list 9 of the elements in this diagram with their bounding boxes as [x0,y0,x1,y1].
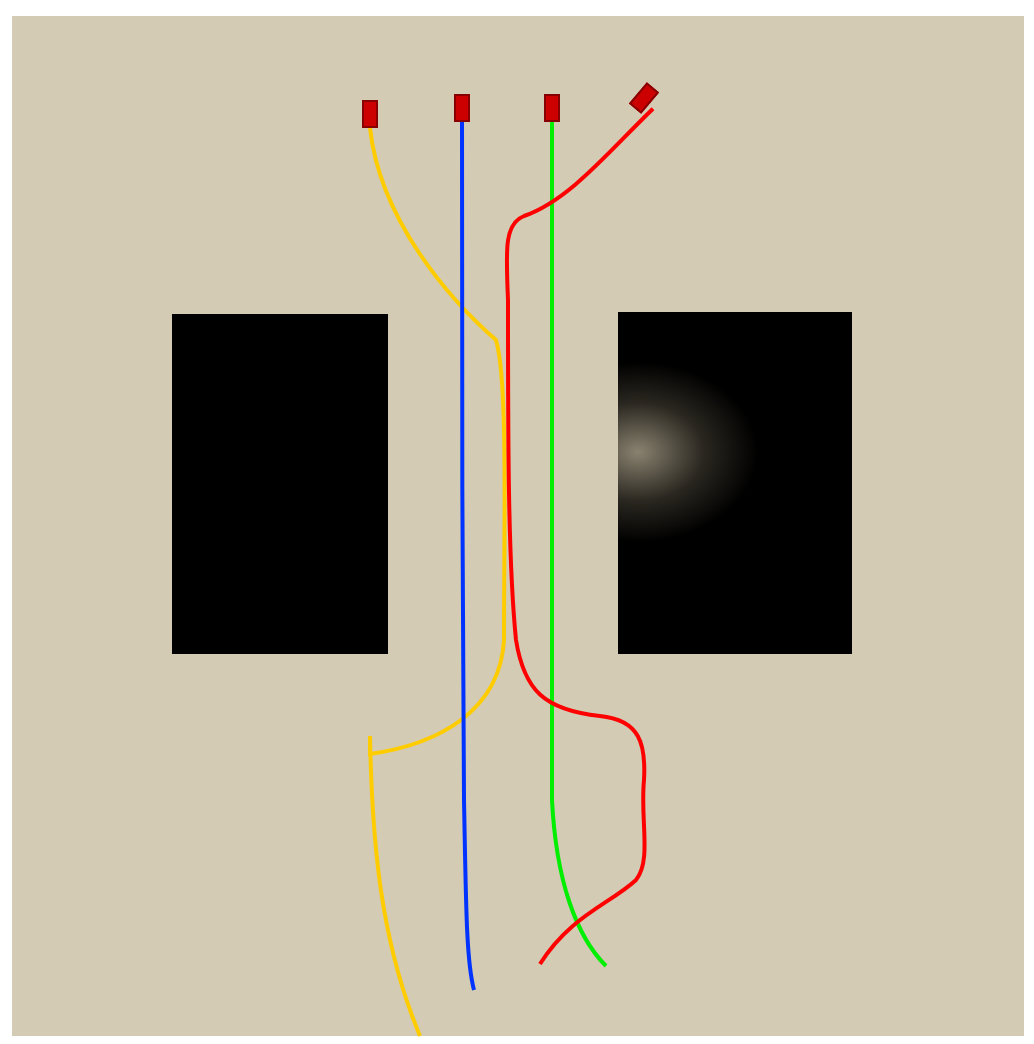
cable-line [504,107,655,966]
start-marker [544,94,560,122]
cable-line [550,122,608,968]
obstacle-block [618,312,852,654]
start-marker [454,94,470,122]
cable-line [368,127,507,1037]
cable-line [460,122,476,991]
obstacle-block [172,314,388,654]
start-marker [362,100,378,128]
